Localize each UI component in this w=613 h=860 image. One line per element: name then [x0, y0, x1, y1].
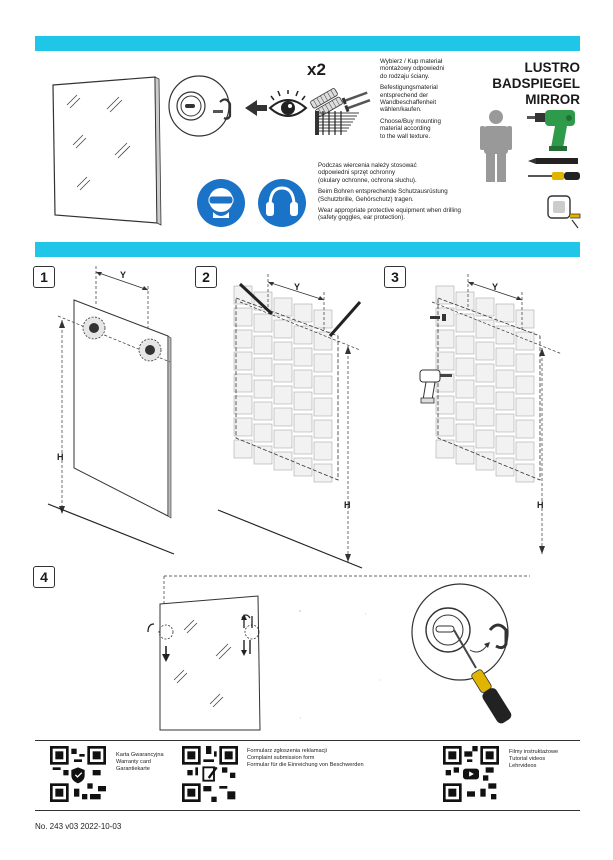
- person-icon: [480, 110, 512, 182]
- screwdriver-icon: [528, 172, 580, 180]
- qr-code-warranty[interactable]: [50, 746, 106, 802]
- dim-h-label: H: [57, 452, 64, 462]
- screw-assortment-icon: [315, 111, 359, 135]
- qr-code-complaint[interactable]: [182, 746, 238, 802]
- dim-y-label: Y: [294, 282, 300, 292]
- document-number: No. 243 v03 2022-10-03: [35, 822, 122, 831]
- dim-h-label: H: [537, 500, 544, 510]
- safety-goggles-icon: [197, 179, 245, 227]
- eye-icon: [268, 90, 308, 117]
- step-number-1: 1: [33, 266, 55, 288]
- arrow-left-icon: [245, 100, 267, 116]
- drill-icon: [527, 110, 575, 151]
- product-title: LUSTRO BADSPIEGEL MIRROR: [492, 60, 580, 107]
- step-number-2: 2: [195, 266, 217, 288]
- hanger-detail-icon: [168, 75, 232, 137]
- mirror-illustration: [52, 76, 162, 226]
- step-3-illustration: Y H: [419, 274, 563, 554]
- step-4-illustration: [147, 575, 530, 731]
- step-number-4: 4: [33, 566, 55, 588]
- ear-protection-icon: [258, 179, 306, 227]
- safety-text-de: Beim Bohren entsprechende Schutzausrüstu…: [318, 188, 448, 203]
- step-number-3: 3: [384, 266, 406, 288]
- tape-measure-icon: [547, 195, 581, 229]
- steps-band: [35, 242, 580, 257]
- quantity-label: x2: [307, 60, 326, 79]
- dim-y-label: Y: [120, 270, 126, 280]
- header-band: [35, 36, 580, 51]
- qr-code-videos[interactable]: [443, 746, 499, 802]
- pencil-icon: [528, 158, 578, 164]
- safety-text-en: Wear appropriate protective equipment wh…: [318, 207, 461, 222]
- footer-divider-bottom: [35, 810, 580, 811]
- footer-divider-top: [35, 740, 580, 741]
- step-1-illustration: Y H: [47, 266, 175, 555]
- dim-y-label: Y: [492, 282, 498, 292]
- dim-h-label: H: [344, 500, 351, 510]
- step-2-illustration: Y H: [217, 274, 363, 569]
